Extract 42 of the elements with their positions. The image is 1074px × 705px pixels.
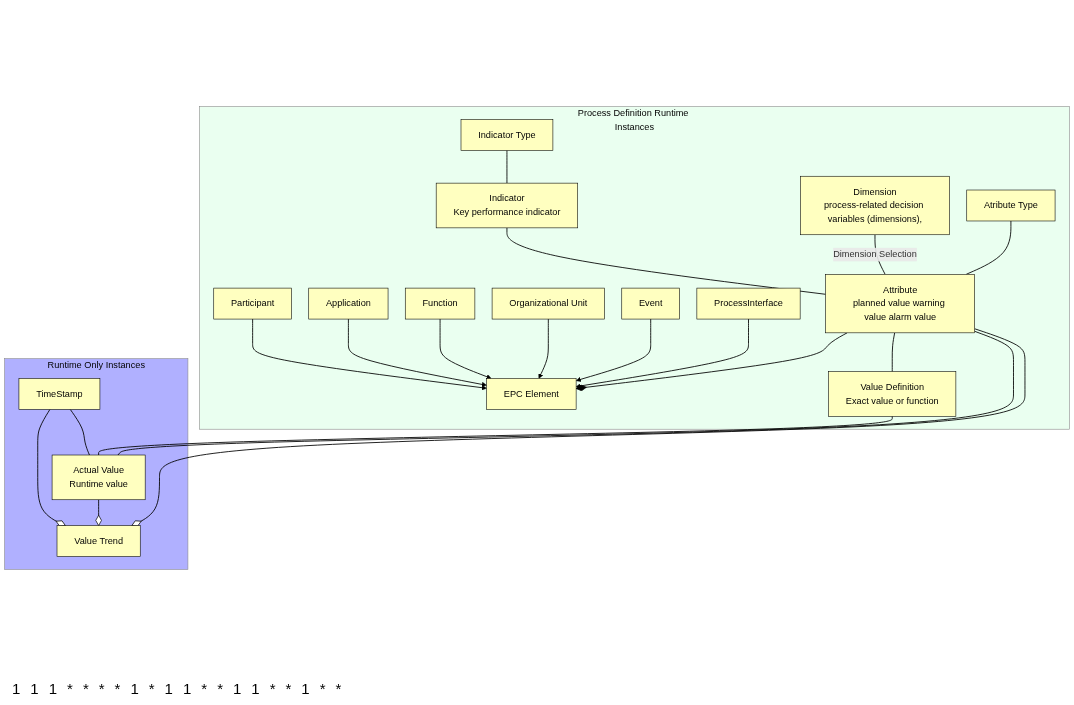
node-box: Function [404, 287, 476, 320]
multiplicity-label: 1 [164, 680, 173, 697]
node-box: TimeStamp [18, 378, 101, 410]
connector [98, 415, 893, 456]
multiplicity-label: 1 [301, 680, 310, 697]
multiplicity-label: 1 [12, 680, 21, 697]
node-box: Attribute planned value warning value alarm value [825, 274, 975, 334]
multiplicity-label: * [148, 680, 155, 697]
node-box: Value Definition Exact value or function [828, 371, 957, 417]
multiplicity-label: * [285, 680, 292, 697]
multiplicity-label: * [201, 680, 208, 697]
connector [69, 409, 90, 456]
node-box: Indicator Key performance indicator [435, 182, 578, 229]
multiplicity-label: * [335, 680, 342, 697]
multiplicity-label: * [98, 680, 105, 697]
multiplicity-label: * [67, 680, 73, 697]
connector [506, 227, 826, 295]
multiplicity-label: 1 [182, 680, 192, 697]
node-box: Actual Value Runtime value [51, 454, 146, 501]
node-box: Value Trend [56, 525, 141, 557]
connector [891, 332, 896, 372]
multiplicity-label: 1 [251, 680, 260, 697]
node-box: Participant [213, 287, 292, 320]
multiplicity-label: 1 [130, 680, 139, 697]
node-box: Organizational Unit [491, 287, 605, 320]
edge-label: Dimension Selection [833, 249, 917, 260]
node-box: ProcessInterface [696, 287, 801, 320]
node-box: Application [308, 287, 389, 320]
multiplicity-label: * [217, 680, 223, 697]
multiplicity-label: 1 [48, 680, 58, 697]
node-box: Indicator Type [460, 119, 554, 151]
node-box: Event [621, 287, 680, 320]
node-box: EPC Element [486, 378, 577, 410]
multiplicity-label: * [269, 680, 276, 697]
multiplicity-label: * [114, 680, 121, 697]
multiplicity-label: * [319, 680, 326, 697]
multiplicity-label: 1 [232, 680, 242, 697]
node-box: Dimension process-related decision variables (dimensions), [800, 175, 950, 236]
multiplicity-label: * [82, 680, 89, 697]
multiplicity-label: 1 [30, 680, 39, 697]
connector [965, 220, 1012, 275]
node-box: Atribute Type [966, 189, 1056, 222]
